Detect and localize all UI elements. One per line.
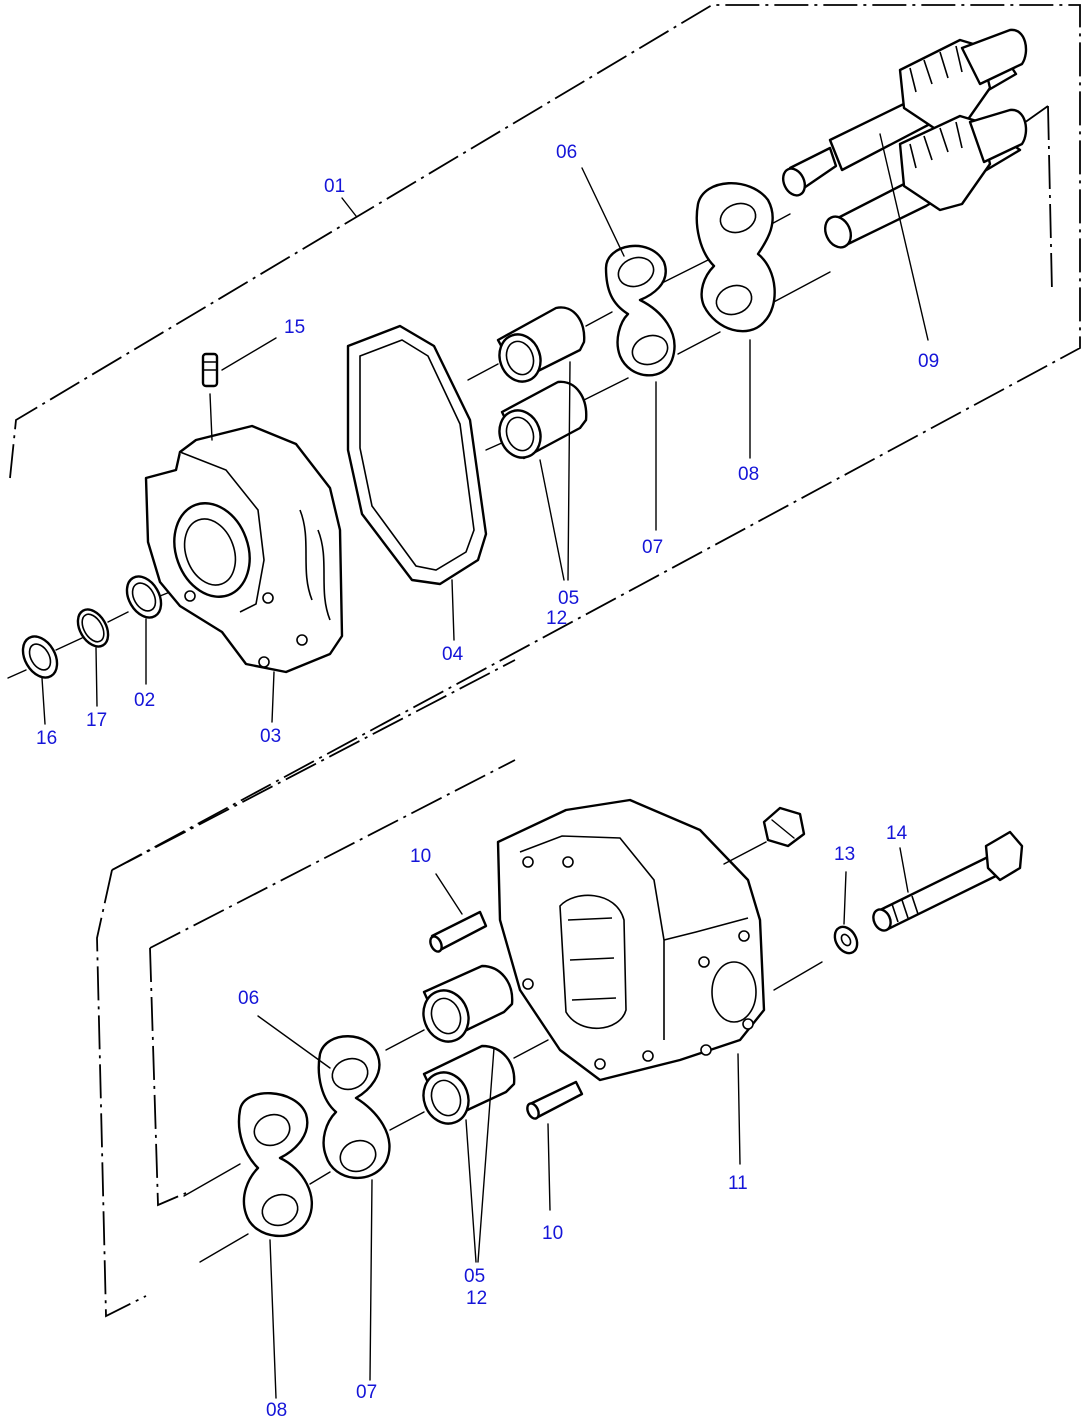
part-14-bolt xyxy=(872,830,1024,932)
label-07-top: 07 xyxy=(642,537,663,558)
label-07-bottom: 07 xyxy=(356,1382,377,1403)
label-12-top: 12 xyxy=(546,608,567,629)
label-13: 13 xyxy=(834,844,855,865)
label-10-upper: 10 xyxy=(410,846,431,867)
label-16: 16 xyxy=(36,728,57,749)
label-08-top: 08 xyxy=(738,464,759,485)
part-13-washer xyxy=(833,871,859,955)
label-01: 01 xyxy=(324,176,345,197)
part-08-bushing-plate-bottom xyxy=(183,1092,331,1399)
callout-labels: 01 02 03 04 05 12 06 07 08 09 15 16 17 1… xyxy=(36,142,939,1421)
label-11: 11 xyxy=(728,1173,748,1194)
part-05-bushings-bottom xyxy=(422,964,549,1263)
label-06-top: 06 xyxy=(556,142,577,163)
label-02: 02 xyxy=(134,690,155,711)
label-03: 03 xyxy=(260,726,281,747)
part-fitting xyxy=(762,806,806,848)
part-06-07-plates-top xyxy=(581,167,676,531)
label-15: 15 xyxy=(284,317,305,338)
part-16-seal xyxy=(21,635,59,725)
part-06-07-plates-bottom xyxy=(257,1015,425,1381)
label-05-top: 05 xyxy=(558,588,579,609)
axis-separator xyxy=(111,659,516,871)
label-14: 14 xyxy=(886,823,908,844)
part-17-snap-ring xyxy=(76,608,110,707)
part-02-oil-seal xyxy=(125,575,163,685)
label-09: 09 xyxy=(918,351,939,372)
label-17: 17 xyxy=(86,710,107,731)
part-03-front-cover xyxy=(144,424,344,723)
label-10-lower: 10 xyxy=(542,1223,563,1244)
part-04-gasket xyxy=(346,324,488,641)
label-08-bottom: 08 xyxy=(266,1400,287,1421)
part-15-plug xyxy=(201,337,277,441)
part-05-bushings-top xyxy=(496,306,588,581)
label-05-bottom: 05 xyxy=(464,1266,485,1287)
part-10-pin-upper xyxy=(429,873,488,953)
label-04: 04 xyxy=(442,644,464,665)
part-09-gear-shafts xyxy=(781,28,1028,341)
label-12-bottom: 12 xyxy=(466,1288,487,1309)
part-10-pin-lower xyxy=(526,1080,584,1211)
label-06-bottom: 06 xyxy=(238,988,259,1009)
part-08-bushing-plate-top xyxy=(695,182,776,459)
part-11-pump-body xyxy=(496,798,823,1165)
